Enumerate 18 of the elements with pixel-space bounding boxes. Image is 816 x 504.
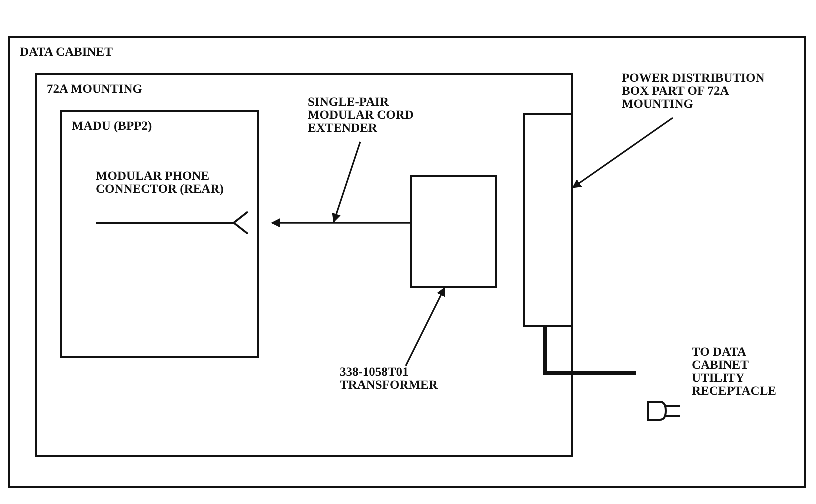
component-box [523,113,573,327]
callout-label: SINGLE-PAIR MODULAR CORD EXTENDER [308,96,415,135]
box-title: MADU (BPP2) [72,120,152,133]
component-box [410,175,497,288]
box-title: 72A MOUNTING [47,83,142,96]
callout-label: 338-1058T01 TRANSFORMER [340,366,439,392]
arrow [572,117,674,189]
enclosure-box [8,36,806,488]
arrow [332,142,362,223]
enclosure-box [60,110,259,358]
box-title: DATA CABINET [20,46,113,59]
callout-label: MODULAR PHONE CONNECTOR (REAR) [96,170,225,196]
callout-label: POWER DISTRIBUTION BOX PART OF 72A MOUNTING [622,72,766,111]
power-cord [544,327,636,375]
callout-label: TO DATA CABINET UTILITY RECEPTACLE [692,346,778,398]
enclosure-box [35,73,573,457]
arrow [405,287,446,366]
arrow [271,218,410,228]
